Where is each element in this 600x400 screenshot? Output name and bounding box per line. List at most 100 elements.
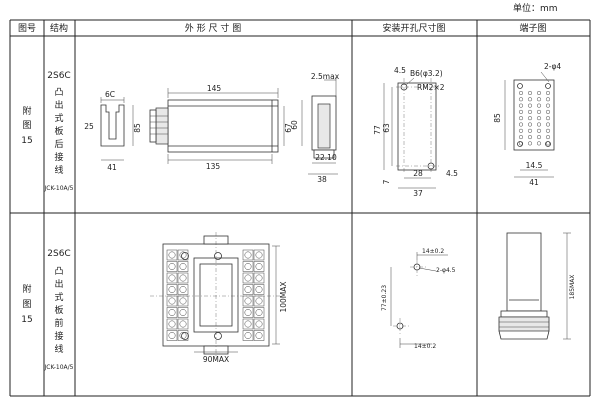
row2-mount-hole: 2-φ4.5 — [436, 267, 456, 274]
terminal-screw — [168, 309, 176, 316]
row2-structure-char-4: 板 — [54, 304, 63, 316]
terminal-dot — [527, 135, 533, 140]
terminal-block — [242, 295, 254, 307]
terminal-block — [242, 307, 254, 318]
unit-label: 单位：mm — [513, 2, 558, 14]
terminal-dot — [527, 116, 533, 121]
terminal-screw — [179, 274, 187, 282]
row2-structure-char-3: 式 — [54, 291, 63, 303]
row1-fig-char-2: 图 — [22, 120, 31, 131]
terminal-screw — [244, 274, 252, 282]
terminal-dot — [536, 128, 542, 133]
terminal-block — [253, 272, 265, 284]
table-grid — [9, 19, 591, 397]
terminal-dot — [545, 135, 551, 140]
terminal-screw — [255, 309, 263, 316]
terminal-dot — [545, 122, 551, 127]
row1-mount-dim-77: 77 — [373, 125, 382, 135]
terminal-dot — [545, 141, 551, 146]
row1-mount-dim-4-5: 4.5 — [394, 66, 406, 75]
terminal-screw — [179, 297, 187, 305]
row1-terminal-drawing: 2-φ4 85 14.5 41 — [493, 62, 561, 187]
terminal-block — [177, 249, 189, 261]
row1-structure-char-6: 接 — [54, 151, 63, 163]
row1-structure-char-5: 后 — [54, 139, 63, 150]
terminal-dot — [536, 97, 542, 102]
row1-structure-char-1: 凸 — [54, 87, 63, 98]
row1-mount-dim-63: 63 — [382, 123, 391, 133]
terminal-screw — [179, 251, 187, 259]
terminal-dot — [518, 103, 524, 108]
terminal-screw — [168, 297, 176, 305]
header-fig-no: 图号 — [18, 23, 36, 34]
terminal-dot — [518, 90, 524, 96]
row1-mount-drawing: 4.5 B6(φ3.2) RM2×2 77 63 28 4.5 37 7 — [373, 66, 458, 198]
terminal-screw — [255, 332, 263, 339]
terminal-dot — [527, 128, 533, 133]
terminal-block — [253, 307, 265, 318]
terminal-block — [166, 295, 178, 307]
row1-terminal-dim-2phi4: 2-φ4 — [544, 62, 561, 71]
terminal-dot — [536, 122, 542, 127]
row2-fig-char-1: 附 — [22, 283, 31, 295]
terminal-dot — [518, 141, 524, 146]
terminal-screw — [168, 263, 176, 270]
terminal-block — [166, 284, 178, 295]
terminal-block — [166, 272, 178, 284]
terminal-block — [242, 284, 254, 295]
terminal-block — [177, 284, 189, 295]
terminal-dot — [518, 122, 524, 127]
row1-dim-25: 25 — [84, 122, 94, 131]
row2-model: JCK-10A/5 — [43, 364, 73, 371]
terminal-screw — [244, 320, 252, 328]
terminal-dot — [527, 122, 533, 127]
header-terminal: 端子图 — [519, 22, 546, 34]
terminal-dot — [518, 135, 524, 140]
row1-terminal-dim-14-5: 14.5 — [526, 161, 543, 170]
row1-dim-145: 145 — [207, 84, 222, 93]
terminal-block — [166, 261, 178, 272]
terminal-screw — [179, 309, 187, 316]
row2-mount-drawing: 14±0.2 2-φ4.5 77±0.23 14±0.2 — [381, 248, 456, 350]
terminal-dot — [536, 109, 542, 114]
terminal-screw — [179, 286, 187, 293]
row2-structure-code: 2S6C — [47, 249, 70, 259]
row1-dim-38: 38 — [317, 175, 327, 184]
row2-structure-char-5: 前 — [54, 317, 63, 329]
terminal-dot — [545, 109, 551, 114]
terminal-dot — [545, 103, 551, 108]
row1-mount-dim-28: 28 — [413, 169, 423, 178]
row2-mount-dim-77: 77±0.23 — [381, 285, 388, 311]
row2-fig-number: 15 — [21, 315, 32, 325]
row1-mount-dim-7: 7 — [382, 179, 391, 184]
terminal-block — [242, 330, 254, 341]
row1-structure-char-7: 线 — [54, 164, 63, 176]
terminal-screw — [168, 286, 176, 293]
terminal-dot — [518, 128, 524, 133]
row1-dim-6c: 6C — [105, 90, 115, 99]
terminal-screw — [255, 251, 263, 259]
row1-dim-2-5max: 2.5max — [311, 72, 340, 81]
row2-dim-100max: 100MAX — [279, 281, 288, 312]
terminal-block — [177, 318, 189, 330]
row1-terminal-dim-41: 41 — [529, 178, 539, 187]
row1-structure-code: 2S6C — [47, 71, 70, 81]
row1-dim-85: 85 — [133, 123, 142, 133]
terminal-block — [177, 261, 189, 272]
terminal-dot — [527, 109, 533, 114]
header-structure: 结构 — [50, 22, 68, 34]
row2-dim-90max: 90MAX — [203, 355, 229, 364]
header-mount: 安装开孔尺寸图 — [382, 22, 445, 34]
terminal-screw — [255, 274, 263, 282]
terminal-block — [242, 318, 254, 330]
terminal-screw — [179, 332, 187, 339]
terminal-block — [242, 261, 254, 272]
terminal-dot — [545, 116, 551, 121]
row1-structure-char-4: 板 — [54, 125, 63, 137]
terminal-screw — [244, 263, 252, 270]
row1-dim-67: 67 — [284, 123, 293, 133]
row1-terminal-dim-85: 85 — [493, 113, 502, 123]
row1-dim-135: 135 — [206, 162, 221, 171]
row2-structure-char-1: 凸 — [54, 266, 63, 277]
terminal-block — [253, 284, 265, 295]
